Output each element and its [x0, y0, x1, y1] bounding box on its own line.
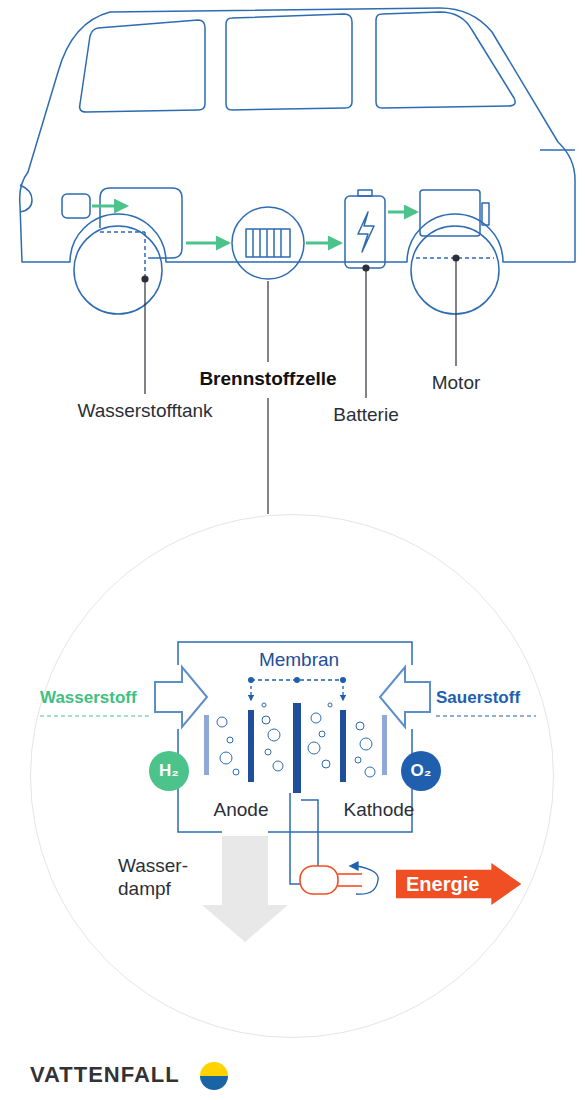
bubbles	[217, 703, 375, 777]
component-label: Motor	[432, 372, 481, 395]
tank-cap	[62, 194, 90, 218]
electrode-label: Anode	[214, 799, 269, 821]
electrodes	[204, 703, 387, 793]
rear-light	[20, 185, 32, 212]
dash-line	[436, 715, 536, 716]
battery-pole	[358, 190, 372, 196]
component-label: Batterie	[333, 404, 398, 427]
fuel-cell-stack	[246, 229, 290, 257]
energy-label: Energie	[396, 863, 479, 905]
part-label: Membran	[259, 649, 339, 671]
car-window	[226, 14, 352, 110]
gas-circle: H₂	[149, 751, 189, 791]
motor	[420, 190, 480, 236]
bracket-dots	[248, 677, 346, 683]
lightning	[358, 212, 374, 252]
battery	[345, 196, 385, 268]
component-label: Wasserstofftank	[77, 400, 212, 423]
car-window	[80, 20, 205, 112]
steam-arrow	[202, 836, 288, 942]
fuel-cell-ring	[232, 207, 304, 279]
motor-shaft	[482, 203, 489, 225]
energy-arrow: Energie	[396, 863, 521, 905]
load-symbol	[300, 866, 362, 894]
logo-text: VATTENFALL	[30, 1062, 180, 1088]
gas-symbol: H₂	[159, 761, 179, 781]
gas-symbol: O₂	[411, 761, 432, 781]
front-wheel	[411, 226, 499, 314]
logo-mark	[200, 1062, 228, 1090]
flow-label: Sauerstoff	[436, 688, 520, 708]
leader-lines	[142, 255, 459, 514]
electrode-label: Kathode	[344, 799, 415, 821]
inflow-arrow	[155, 667, 207, 727]
inflow-arrow	[380, 667, 430, 727]
tank-dash	[144, 232, 146, 276]
car-line	[540, 149, 575, 151]
dash-line	[40, 715, 150, 716]
component-label: Brennstoffzelle	[199, 368, 336, 391]
energy-flow	[92, 206, 416, 243]
detail-circle: MembranAnode Kathode H₂ O₂ Energie	[30, 514, 554, 1038]
flow-label: Wasserstoff	[40, 688, 137, 708]
output-label: Wasser- dampf	[118, 855, 200, 901]
hydrogen-tank	[100, 188, 182, 258]
rear-wheel	[74, 226, 162, 314]
rotation-arrow	[350, 862, 378, 894]
car-window	[376, 12, 515, 108]
gas-circle: O₂	[401, 751, 441, 791]
stack-lines	[253, 229, 281, 257]
tank-dash	[100, 231, 145, 233]
car-body	[20, 8, 575, 262]
